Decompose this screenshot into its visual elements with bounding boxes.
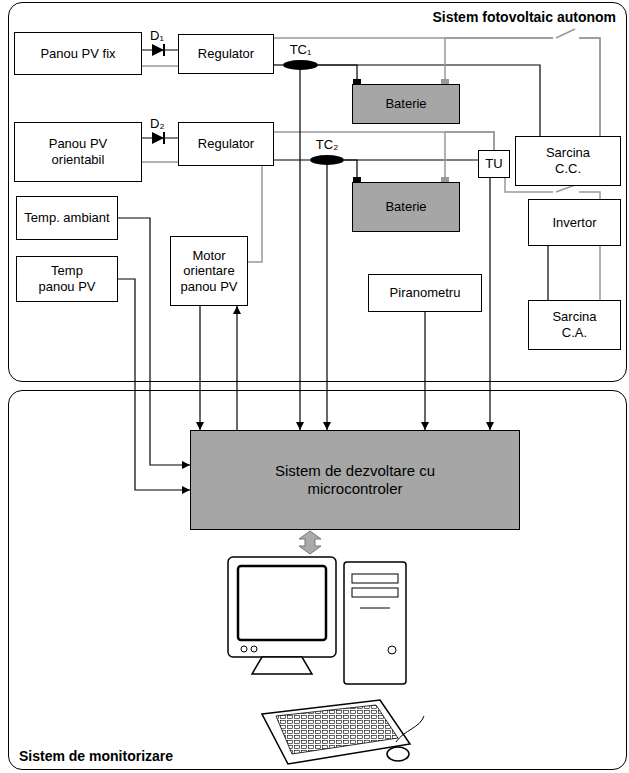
pv-panel-box: Panou PV fix <box>14 32 142 75</box>
box-label: Sarcina C.A. <box>540 309 610 340</box>
sensor-label: TC₁ <box>288 42 314 58</box>
regulator-box: Regulator <box>178 122 274 166</box>
pv-panel-box: Panou PV orientabil <box>14 122 142 182</box>
motor-box: Motor orientare panou PV <box>170 236 248 306</box>
box-label: Temp. ambiant <box>24 210 109 226</box>
switch-symbol <box>556 185 575 192</box>
computer-tower <box>344 562 406 684</box>
data-link-arrow <box>299 531 321 554</box>
current-sensor: TC₂ <box>310 155 344 165</box>
frame-title: Sistem fotovoltaic autonom <box>430 9 618 26</box>
diode-symbol <box>163 132 165 144</box>
box-label: Baterie <box>385 96 426 112</box>
sensor-box: Temp panou PV <box>16 256 118 302</box>
diode-symbol <box>152 44 164 56</box>
signal-arrow <box>299 70 300 430</box>
pyranometer-box: Piranometru <box>368 274 482 312</box>
return-wire <box>142 161 178 163</box>
diode-symbol <box>163 44 165 56</box>
wire <box>318 65 540 136</box>
box-label: TU <box>485 156 502 172</box>
wire <box>599 246 601 300</box>
system-frame: Panou PV fixRegulatorTC₁BaterieSarcina C… <box>8 2 627 382</box>
keyboard-keys <box>276 705 398 754</box>
signal-arrow <box>236 306 237 430</box>
monitoring-frame: Sistem de dezvoltare cu microcontrolerSi… <box>8 390 627 770</box>
wire <box>445 38 600 136</box>
box-label: Invertor <box>552 215 596 231</box>
box-label: Regulator <box>198 46 254 62</box>
diode-symbol <box>152 132 164 144</box>
drive-slot <box>360 608 390 609</box>
ac-load-box: Sarcina C.A. <box>528 300 621 350</box>
box-label: Regulator <box>198 136 254 152</box>
switch-symbol <box>556 29 575 38</box>
wire <box>318 65 357 84</box>
wire <box>274 38 600 136</box>
monitor-button <box>251 646 257 652</box>
signal-arrow <box>489 178 490 430</box>
diode-label: D₁ <box>149 28 165 44</box>
box-label: Panou PV fix <box>40 46 115 62</box>
monitor-screen <box>238 566 326 640</box>
mouse-cable <box>396 716 424 742</box>
microcontroller-box: Sistem de dezvoltare cu microcontroler <box>190 430 520 530</box>
wire <box>274 159 310 160</box>
box-label: Panou PV orientabil <box>28 136 128 167</box>
monitor <box>228 557 336 657</box>
dc-load-box: Sarcina C.C. <box>515 136 621 186</box>
sensor-label: TC₂ <box>314 137 340 153</box>
box-label: Piranometru <box>390 285 461 301</box>
wire <box>248 166 262 262</box>
voltage-sensor-box: TU <box>478 150 510 178</box>
wire <box>344 159 478 160</box>
drive-bay <box>352 588 398 597</box>
wire <box>547 246 548 300</box>
power-button <box>388 646 396 654</box>
wire <box>274 64 283 65</box>
signal-arrow <box>424 312 425 430</box>
box-label: Sarcina C.C. <box>533 145 603 176</box>
diode-label: D₂ <box>149 116 165 132</box>
box-label: Sistem de dezvoltare cu microcontroler <box>245 462 465 498</box>
signal-arrow <box>118 279 190 490</box>
inverter-box: Invertor <box>528 199 621 246</box>
drive-bay <box>352 574 398 583</box>
box-label: Baterie <box>385 199 426 215</box>
battery-box: Baterie <box>352 84 460 124</box>
wire <box>274 132 494 150</box>
box-label: Motor orientare panou PV <box>174 248 244 295</box>
frame-title: Sistem de monitorizare <box>17 748 175 765</box>
box-label: Temp panou PV <box>32 263 102 294</box>
sensor-box: Temp. ambiant <box>16 196 118 240</box>
return-wire <box>142 65 178 67</box>
signal-arrow <box>199 306 200 430</box>
monitor-button <box>241 646 247 652</box>
monitor-stand <box>252 657 312 674</box>
mouse <box>387 747 409 761</box>
regulator-box: Regulator <box>178 34 274 74</box>
battery-box: Baterie <box>352 182 460 232</box>
keyboard <box>262 700 410 764</box>
current-sensor: TC₁ <box>283 60 318 70</box>
